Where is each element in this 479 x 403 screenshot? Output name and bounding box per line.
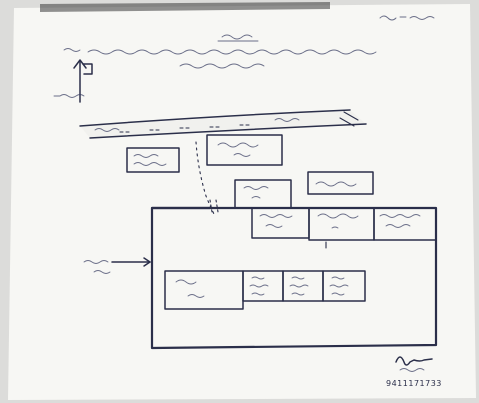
road-edge-bottom [89,123,367,139]
dotted-path [195,141,219,215]
road [79,109,367,139]
phone-number: 9411171733 [386,379,442,388]
north-arrow-head [73,59,87,69]
room-top-3 [373,207,437,241]
building-box-center-top [206,134,283,166]
signature [395,356,433,366]
top-right-note [379,15,435,21]
title-block [87,34,377,69]
north-arrow [53,48,93,103]
road-edge-top [79,109,351,127]
compound [150,206,438,350]
box-outline [126,147,180,173]
building-box-left [126,147,180,173]
signature-block: 9411171733 [386,356,442,388]
box-outline [206,134,283,166]
box-outline [307,171,374,195]
road-surface [80,110,366,138]
road-arrow-marks [339,111,359,127]
paper-shadow [40,2,330,12]
left-side-label [83,257,151,274]
north-arrow-mark [82,63,93,75]
building-box-right [307,171,374,195]
room-bottom-3 [322,270,366,302]
pointer-head [143,257,151,267]
